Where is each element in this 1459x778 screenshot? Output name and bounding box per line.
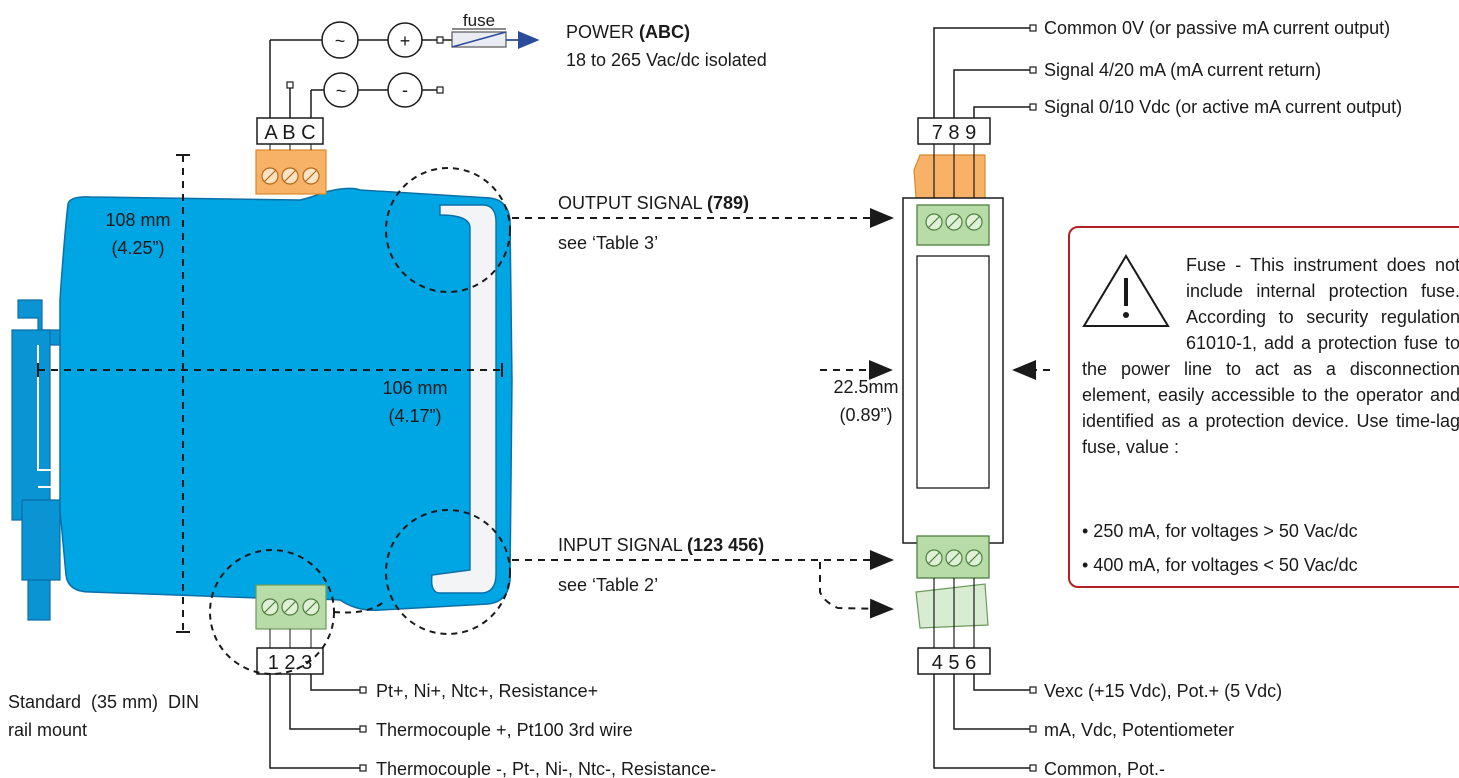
fuse-bullet-400ma: • 400 mA, for voltages < 50 Vac/dc <box>1082 555 1358 575</box>
fuse-label: fuse <box>463 11 495 30</box>
ac-symbol-top: ~ <box>335 31 346 51</box>
input-callout-circle-right <box>385 509 511 635</box>
plus-terminal-symbol <box>387 22 423 58</box>
terminal-box-456 <box>917 647 991 675</box>
dimension-height <box>176 154 190 633</box>
input-arrow-branch <box>819 562 894 619</box>
input-label-ma-vdc: mA, Vdc, Potentiometer <box>1044 720 1234 740</box>
warning-triangle-icon <box>1082 254 1170 327</box>
output-signal-title: OUTPUT SIGNAL (789) <box>558 193 749 213</box>
minus-terminal-symbol <box>387 72 423 108</box>
fuse-note-text: Fuse - This instrument does not include … <box>1082 255 1459 457</box>
input-label-thermocouple-minus: Thermocouple -, Pt-, Ni-, Ntc-, Resistan… <box>376 759 716 778</box>
din-rail-clip <box>11 299 63 621</box>
din-rail-label-1: Standard (35 mm) DIN <box>8 692 199 712</box>
input-plug-green <box>915 583 989 629</box>
dimension-depth <box>37 363 503 377</box>
right-top-wiring <box>933 27 1030 118</box>
terminal-label-789: 7 8 9 <box>932 122 976 144</box>
power-terminal-screws <box>261 167 320 185</box>
minus-symbol: - <box>402 80 408 100</box>
input-label-common-pot: Common, Pot.- <box>1044 759 1165 778</box>
input-terminal-screws <box>261 598 320 616</box>
fuse-warning-note: Fuse - This instrument does not include … <box>1068 226 1459 588</box>
input-signal-see: see ‘Table 2’ <box>558 575 658 595</box>
output-label-0-10vdc: Signal 0/10 Vdc (or active mA current ou… <box>1044 97 1402 117</box>
width-mm: 22.5mm <box>833 377 898 397</box>
terminal-dot-2 <box>286 81 294 89</box>
front-display-window <box>916 255 990 489</box>
din-rail-label-2: rail mount <box>8 720 87 740</box>
depth-mm: 106 mm <box>382 378 447 398</box>
front-output-screws <box>925 213 983 231</box>
terminal-box-abc <box>256 117 324 145</box>
output-signal-see: see ‘Table 3’ <box>558 233 658 253</box>
device-handle <box>430 204 497 594</box>
ac-source-symbol-top <box>321 21 359 59</box>
height-mm: 108 mm <box>105 210 170 230</box>
height-in: (4.25”) <box>111 238 164 258</box>
power-title: POWER (ABC) <box>566 22 690 42</box>
terminal-dot-3 <box>436 86 444 94</box>
terminal-label-abc: A B C <box>264 122 315 144</box>
input-label-pt-plus: Pt+, Ni+, Ntc+, Resistance+ <box>376 681 598 701</box>
power-wiring <box>269 39 437 118</box>
ac-symbol-bottom: ~ <box>336 81 347 101</box>
input-signal-title: INPUT SIGNAL (123 456) <box>558 535 764 555</box>
right-bottom-wiring <box>933 674 1030 769</box>
input-label-thermocouple-plus: Thermocouple +, Pt100 3rd wire <box>376 720 633 740</box>
plus-symbol: + <box>400 31 411 51</box>
output-label-4-20ma: Signal 4/20 mA (mA current return) <box>1044 60 1321 80</box>
terminal-box-789 <box>917 117 991 145</box>
width-in: (0.89”) <box>839 405 892 425</box>
output-label-common: Common 0V (or passive mA current output) <box>1044 18 1390 38</box>
terminal-label-123: 1 2 3 <box>268 652 312 674</box>
terminal-dot-1 <box>436 36 444 44</box>
fuse-bullet-250ma: • 250 mA, for voltages > 50 Vac/dc <box>1082 521 1358 541</box>
depth-in: (4.17”) <box>388 406 441 426</box>
device-body-left <box>59 187 513 612</box>
power-subtitle: 18 to 265 Vac/dc isolated <box>566 50 767 70</box>
input-wiring-left <box>269 674 360 769</box>
ac-source-symbol-bottom <box>323 72 359 108</box>
front-input-screws <box>925 549 983 567</box>
input-label-vexc: Vexc (+15 Vdc), Pot.+ (5 Vdc) <box>1044 681 1282 701</box>
output-callout-circle <box>385 167 511 293</box>
terminal-label-456: 4 5 6 <box>932 652 976 674</box>
